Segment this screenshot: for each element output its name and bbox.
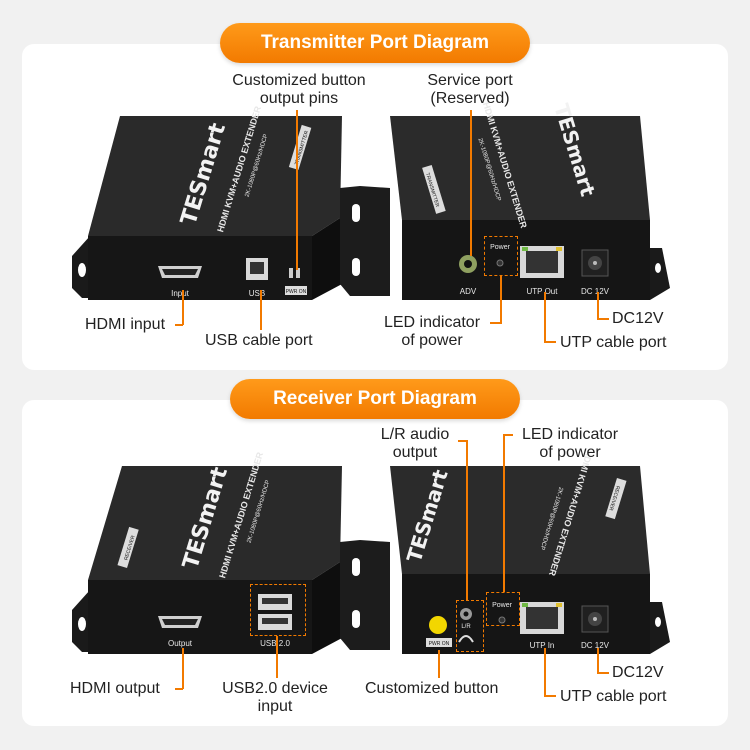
rx-line-lr-v <box>466 440 468 600</box>
rx-label-utp: UTP cable port <box>560 688 667 705</box>
tx-left-port-pwr: PWR ON <box>286 289 307 295</box>
rx-right-port-dc: DC 12V <box>581 641 610 650</box>
rx-line-utp-h <box>544 695 556 697</box>
tx-label-service-port: Service port (Reserved) <box>427 72 513 107</box>
tx-left-port-input: Input <box>171 289 190 298</box>
rx-line-lr-h <box>458 440 467 442</box>
rx-label-usb2: USB2.0 device input <box>222 680 328 715</box>
rx-label-dc: DC12V <box>612 664 664 681</box>
transmitter-left-device: Input USB PWR ON TESmart HDMI KVM+AUDIO … <box>72 104 342 300</box>
rx-left-port-output: Output <box>168 639 193 648</box>
receiver-left-device: Output USB 2.0 TESmart HDMI KVM+AUDIO EX… <box>72 450 342 654</box>
tx-line-usb-v <box>260 290 262 330</box>
transmitter-right-device: ADV Power UTP Out DC 12V TESmart HDMI KV… <box>340 101 670 300</box>
tx-line-hdmi-v <box>182 290 184 325</box>
tx-line-utp-h <box>544 341 556 343</box>
rx-line-dc-v <box>597 648 599 674</box>
tx-label-custom-pins: Customized button output pins <box>232 72 366 107</box>
tx-right-port-utp: UTP Out <box>527 287 559 296</box>
rx-line-utp-v <box>544 648 546 697</box>
tx-line-hdmi-h <box>175 324 183 326</box>
receiver-right-device: PWR ON L/R Power UTP In DC 12V TESmart H… <box>340 449 670 654</box>
tx-label-hdmi-input: HDMI input <box>85 316 166 333</box>
tx-led-highlight <box>484 236 518 276</box>
rx-label-lr-audio: L/R audio output <box>380 426 450 461</box>
rx-lr-highlight <box>456 600 484 652</box>
tx-line-dc-h <box>597 318 609 320</box>
receiver-title: Receiver Port Diagram <box>230 379 520 419</box>
tx-label-dc: DC12V <box>612 310 664 327</box>
rx-line-dc-h <box>597 672 609 674</box>
rx-label-hdmi-output: HDMI output <box>70 680 160 697</box>
rx-line-custom-v <box>438 650 440 678</box>
tx-left-port-usb: USB <box>249 289 265 298</box>
tx-line-led-v <box>500 276 502 324</box>
tx-right-port-dc: DC 12V <box>581 287 610 296</box>
rx-right-port-power: Power <box>492 602 513 609</box>
rx-left-port-usb: USB 2.0 <box>260 639 290 648</box>
rx-line-usb2-v <box>276 636 278 678</box>
rx-usb-highlight <box>250 584 306 636</box>
rx-line-hdmi-h <box>175 688 183 690</box>
rx-label-led: LED indicator of power <box>521 426 619 461</box>
rx-led-highlight <box>486 592 520 626</box>
tx-line-led-h <box>490 322 501 324</box>
rx-label-custom-button: Customized button <box>365 680 499 697</box>
tx-label-utp: UTP cable port <box>560 334 667 351</box>
tx-line-dc-v <box>597 292 599 320</box>
tx-label-led: LED indicator of power <box>383 314 481 349</box>
transmitter-title: Transmitter Port Diagram <box>220 23 530 63</box>
tx-label-usb-port: USB cable port <box>205 332 313 349</box>
rx-right-port-lr: L/R <box>461 624 471 630</box>
tx-line-custom-pins <box>296 110 298 270</box>
tx-line-utp-v <box>544 292 546 342</box>
tx-right-port-adv: ADV <box>460 287 477 296</box>
rx-right-port-pwr: PWR ON <box>429 641 450 647</box>
rx-right-port-utp: UTP In <box>530 641 555 650</box>
tx-right-port-power: Power <box>490 244 511 251</box>
rx-line-led-h <box>503 434 513 436</box>
rx-line-led-v <box>503 434 505 592</box>
tx-line-service-port <box>470 110 472 256</box>
rx-line-hdmi-v <box>182 648 184 689</box>
